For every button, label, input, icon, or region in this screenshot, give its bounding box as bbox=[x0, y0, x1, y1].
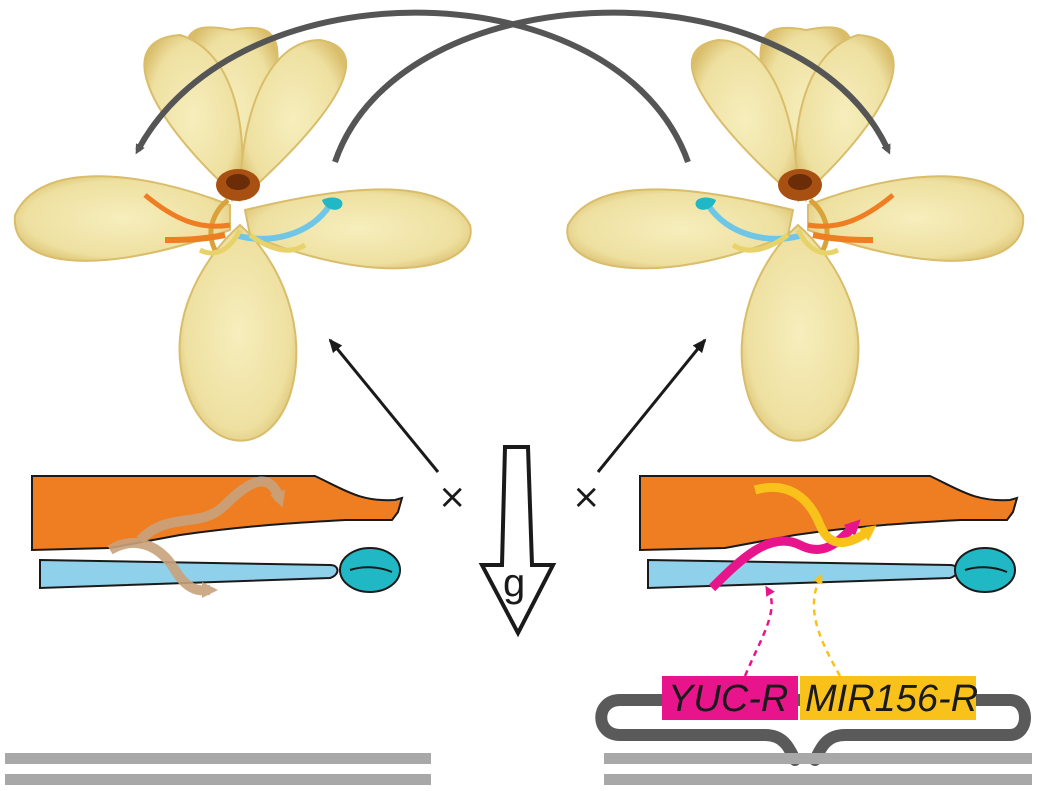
gene-label-yuc: YUC-R bbox=[668, 678, 788, 720]
right-organ-diagram bbox=[639, 475, 1019, 593]
left-flower bbox=[13, 26, 472, 442]
gravity-label: g bbox=[503, 561, 525, 605]
curved-arrow-left-to-right bbox=[332, 9, 891, 163]
right-flower-center bbox=[778, 169, 830, 252]
yuc-dashed-arrow bbox=[743, 585, 775, 677]
reciprocal-swap-arrows-icon bbox=[135, 9, 891, 164]
chromosome bbox=[595, 694, 1031, 766]
cross-symbol-left: × bbox=[438, 477, 467, 517]
cross-arrows bbox=[328, 338, 707, 473]
bottom-bars-left bbox=[5, 753, 431, 785]
gene-box-mir: MIR156-R bbox=[800, 676, 978, 720]
right-stamen-filament bbox=[647, 558, 959, 590]
right-flower-style bbox=[807, 193, 895, 243]
left-stamen-filament bbox=[39, 558, 339, 590]
left-anther bbox=[339, 547, 401, 593]
right-mir-arrow bbox=[753, 482, 877, 547]
right-flower-stamen bbox=[695, 197, 840, 256]
left-flower-petals bbox=[13, 26, 472, 442]
right-anther bbox=[954, 547, 1016, 593]
left-auxin-arrow-lower bbox=[107, 537, 218, 599]
gene-box-yuc: YUC-R bbox=[662, 676, 798, 720]
gravity-arrow-icon bbox=[478, 445, 557, 638]
left-organ-diagram bbox=[31, 475, 404, 599]
cross-symbol-right: × bbox=[572, 477, 601, 517]
arrow-to-left-flower bbox=[328, 338, 440, 473]
right-flower bbox=[566, 26, 1025, 442]
gene-label-mir: MIR156-R bbox=[805, 678, 978, 720]
curved-arrow-right-to-left bbox=[135, 9, 691, 164]
left-flower-style bbox=[143, 193, 231, 243]
left-flower-center bbox=[208, 169, 260, 252]
left-auxin-arrow-upper bbox=[136, 476, 286, 544]
left-flower-stamen bbox=[198, 197, 343, 256]
arrow-to-right-flower bbox=[596, 338, 707, 473]
bottom-bars-right bbox=[604, 753, 1032, 785]
mir-dashed-arrow bbox=[812, 573, 842, 677]
